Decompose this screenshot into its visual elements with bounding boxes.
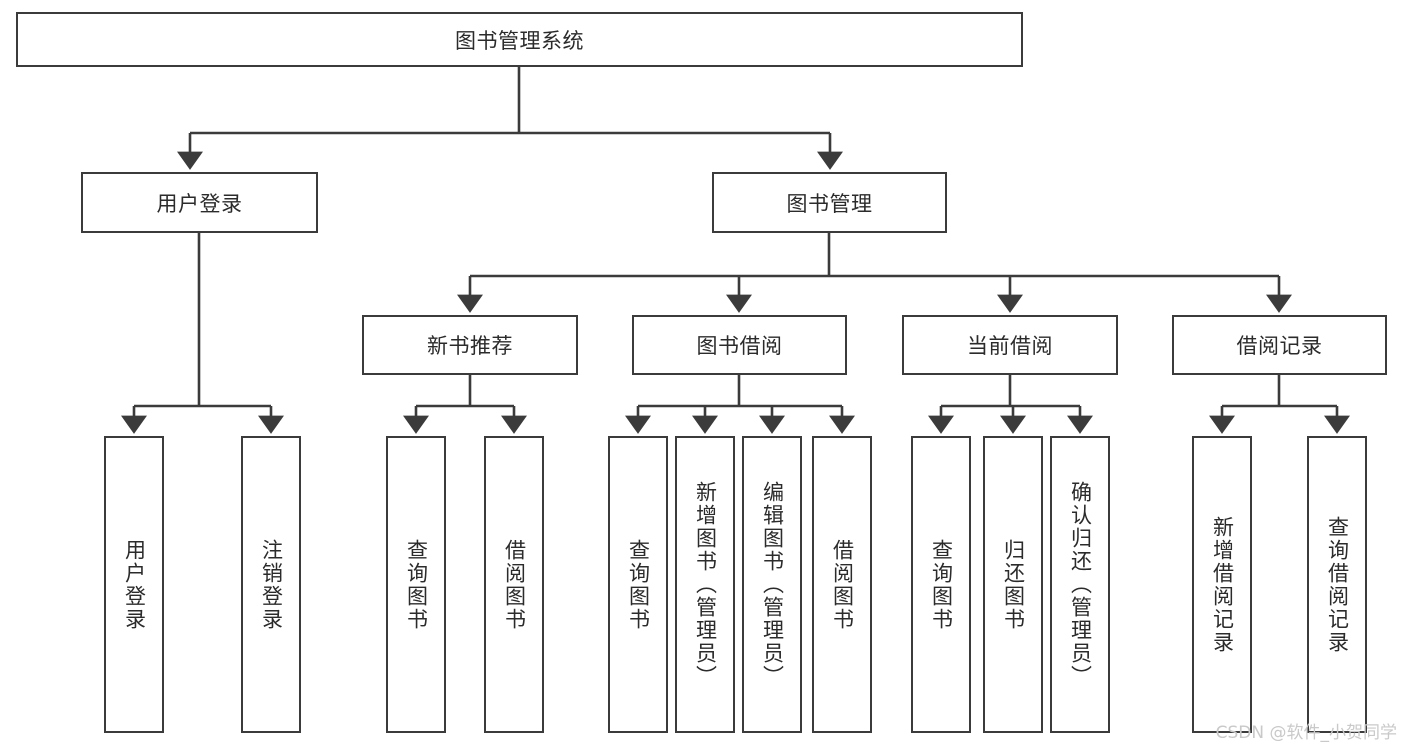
node-root-label: 图书管理系统 [455,28,584,53]
leaf-confirm-return-admin-label: 确认归还（管理员） [1068,481,1093,688]
leaf-user-login-label: 用户登录 [122,538,147,631]
leaf-borrow-book-newbook-label: 借阅图书 [502,538,527,631]
leaf-query-book-current[interactable]: 查询图书 [911,436,971,733]
leaf-add-book-admin[interactable]: 新增图书（管理员） [675,436,735,733]
leaf-query-book-borrow-label: 查询图书 [626,538,651,631]
node-user-login-label: 用户登录 [156,191,243,216]
leaf-add-borrow-record-label: 新增借阅记录 [1210,515,1235,654]
node-book-management[interactable]: 图书管理 [712,172,947,233]
leaf-logout[interactable]: 注销登录 [241,436,301,733]
leaf-borrow-book[interactable]: 借阅图书 [812,436,872,733]
leaf-query-book-current-label: 查询图书 [929,538,954,631]
leaf-return-book-label: 归还图书 [1001,538,1026,631]
node-borrow-records-label: 借阅记录 [1236,334,1323,358]
leaf-query-borrow-record-label: 查询借阅记录 [1325,515,1350,654]
leaf-user-login[interactable]: 用户登录 [104,436,164,733]
leaf-query-borrow-record[interactable]: 查询借阅记录 [1307,436,1367,733]
leaf-add-book-admin-label: 新增图书（管理员） [693,481,718,688]
node-book-borrow[interactable]: 图书借阅 [632,315,847,375]
node-current-borrow-label: 当前借阅 [967,334,1053,358]
node-user-login[interactable]: 用户登录 [81,172,318,233]
node-book-borrow-label: 图书借阅 [696,334,783,358]
leaf-confirm-return-admin[interactable]: 确认归还（管理员） [1050,436,1110,733]
leaf-edit-book-admin-label: 编辑图书（管理员） [760,481,785,688]
leaf-borrow-book-newbook[interactable]: 借阅图书 [484,436,544,733]
node-borrow-records[interactable]: 借阅记录 [1172,315,1387,375]
leaf-logout-label: 注销登录 [259,538,284,631]
leaf-add-borrow-record[interactable]: 新增借阅记录 [1192,436,1252,733]
node-root[interactable]: 图书管理系统 [16,12,1023,67]
leaf-borrow-book-label: 借阅图书 [830,538,855,631]
leaf-edit-book-admin[interactable]: 编辑图书（管理员） [742,436,802,733]
node-new-book-recommend-label: 新书推荐 [427,334,513,358]
node-book-management-label: 图书管理 [786,191,873,216]
node-new-book-recommend[interactable]: 新书推荐 [362,315,578,375]
leaf-query-book-newbook[interactable]: 查询图书 [386,436,446,733]
node-current-borrow[interactable]: 当前借阅 [902,315,1118,375]
leaf-query-book-borrow[interactable]: 查询图书 [608,436,668,733]
leaf-return-book[interactable]: 归还图书 [983,436,1043,733]
leaf-query-book-newbook-label: 查询图书 [404,538,429,631]
